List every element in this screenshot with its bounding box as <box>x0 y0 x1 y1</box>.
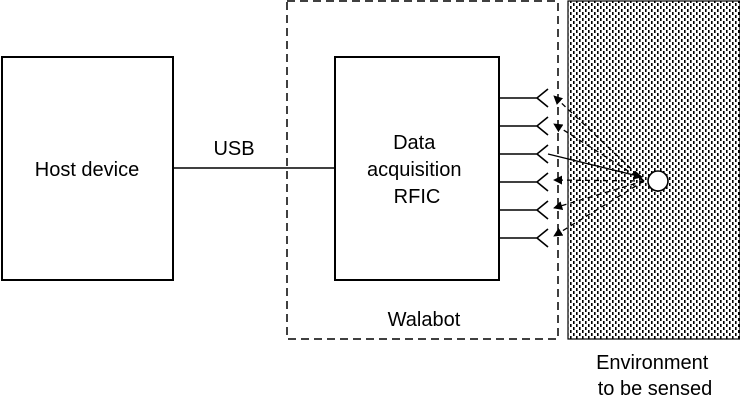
antenna <box>499 116 549 136</box>
host-device-label: Host device <box>35 159 140 181</box>
rfic-box <box>334 56 500 281</box>
rfic-label-line-3: RFIC <box>394 186 441 208</box>
signal-rays <box>547 95 645 237</box>
reflected-ray <box>553 175 645 185</box>
antenna <box>499 172 549 192</box>
usb-label: USB <box>213 138 254 160</box>
transmit-ray <box>547 153 643 180</box>
host-device-box <box>1 56 174 281</box>
rfic-label-line-1: Data <box>393 132 436 154</box>
rfic-label-line-2: acquisition <box>367 159 462 181</box>
environment-label: Environment to be sensed <box>596 352 714 400</box>
environment-label-line-1: Environment <box>596 352 709 374</box>
target-object <box>647 170 669 192</box>
antenna <box>499 200 549 220</box>
rfic-label: Data acquisition RFIC <box>367 132 467 208</box>
antenna <box>499 228 549 248</box>
environment-label-line-2: to be sensed <box>598 378 713 400</box>
reflected-ray <box>553 95 645 182</box>
reflected-ray <box>553 180 645 211</box>
antenna <box>499 144 549 164</box>
antenna-array <box>499 88 549 248</box>
environment-region <box>567 0 740 340</box>
antenna <box>499 88 549 108</box>
walabot-label: Walabot <box>388 309 461 331</box>
walabot-enclosure <box>286 0 559 340</box>
